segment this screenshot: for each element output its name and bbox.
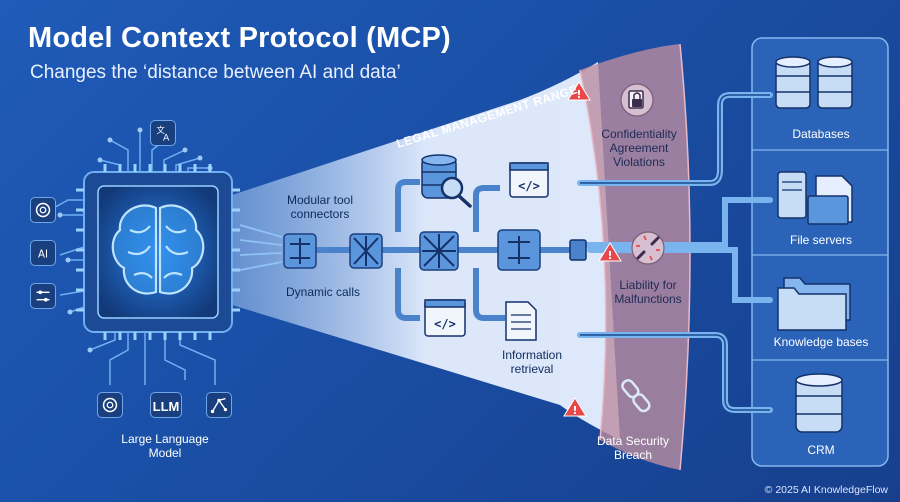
llm-badge bbox=[150, 392, 182, 418]
page-title: Model Context Protocol (MCP) bbox=[28, 22, 451, 54]
svg-text:</>: </> bbox=[434, 317, 456, 331]
file-servers-label: File servers bbox=[789, 233, 852, 247]
knowledge-bases-label: Knowledge bases bbox=[773, 335, 869, 349]
sliders-icon bbox=[30, 283, 56, 309]
warning-icon: ! ! ! bbox=[563, 81, 622, 417]
svg-text:!: ! bbox=[572, 404, 577, 417]
database-icon-panel bbox=[775, 56, 853, 109]
openai-icon-bottom bbox=[97, 392, 123, 418]
lock-icon bbox=[620, 83, 654, 117]
svg-text:文: 文 bbox=[157, 125, 166, 135]
folder-icon bbox=[777, 277, 851, 331]
document-icon bbox=[505, 301, 537, 341]
svg-text:A: A bbox=[163, 132, 170, 143]
svg-text:AI: AI bbox=[38, 250, 48, 261]
dynamic-calls-label: Dynamic calls bbox=[285, 285, 360, 299]
ai-icon: AI bbox=[30, 240, 56, 266]
neural-icon bbox=[206, 392, 232, 418]
llm-badge-label: LLM bbox=[152, 399, 180, 414]
broken-link-icon bbox=[631, 231, 665, 265]
file-icon bbox=[777, 171, 853, 225]
code-icon-lower: </> bbox=[424, 299, 466, 337]
brain-icon bbox=[111, 204, 205, 295]
broken-chain-icon bbox=[621, 379, 651, 413]
svg-text:</>: </> bbox=[518, 179, 540, 193]
page-subtitle: Changes the ‘distance between AI and dat… bbox=[30, 62, 401, 83]
svg-text:!: ! bbox=[576, 88, 581, 101]
crm-label: CRM bbox=[807, 443, 835, 457]
llm-chip bbox=[76, 164, 240, 340]
code-icon: </> bbox=[509, 162, 549, 198]
svg-text:!: ! bbox=[607, 249, 612, 262]
search-icon bbox=[440, 176, 472, 208]
crm-database-icon bbox=[795, 373, 843, 433]
data-sources-panel bbox=[751, 37, 889, 467]
copyright-notice: © 2025 AI KnowledgeFlow bbox=[764, 484, 888, 496]
connector-chain bbox=[283, 179, 587, 321]
openai-icon bbox=[30, 197, 56, 223]
databases-label: Databases bbox=[792, 127, 850, 141]
